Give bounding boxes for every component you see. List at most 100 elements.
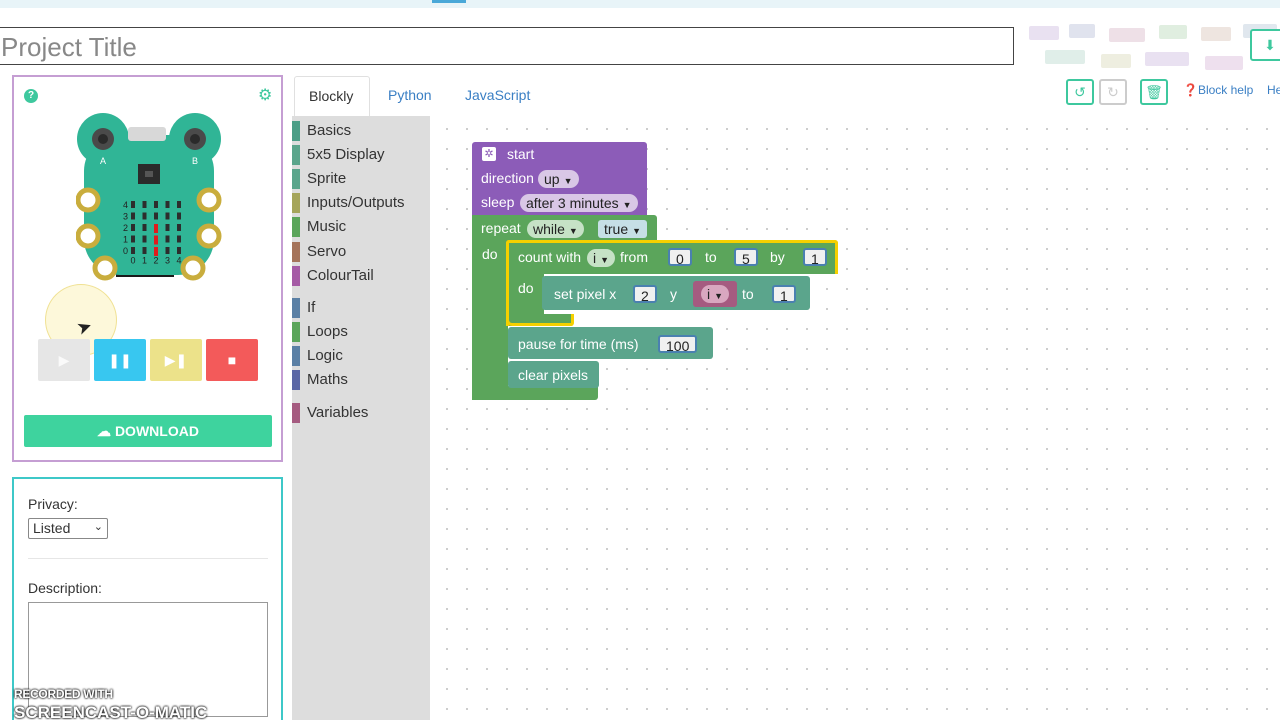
description-field[interactable] [28,602,268,717]
block-help-link[interactable]: ❓Block help [1183,83,1253,97]
repeat-mode-value: while [533,221,565,237]
clear-pixels-block[interactable]: clear pixels [508,361,599,388]
toolbox-category-logic[interactable]: Logic [292,345,343,367]
button-b[interactable]: B [184,128,206,166]
count-var-dropdown[interactable]: i▼ [587,249,616,267]
dropdown-arrow-icon: ▼ [622,200,632,210]
tab-javascript[interactable]: JavaScript [465,87,531,103]
by-label: by [770,249,785,265]
toolbox-category-inputs-outputs[interactable]: Inputs/Outputs [292,192,405,214]
pixel-value: 1 [780,288,788,304]
category-label: 5x5 Display [307,146,385,163]
led-off [131,247,135,254]
column-label: 1 [142,256,147,266]
led-off [177,201,181,208]
help-icon[interactable]: ? [24,89,38,103]
dropdown-arrow-icon: ▼ [563,176,573,186]
trash-button[interactable]: 🗑 [1140,79,1168,105]
by-value-field[interactable]: 1 [803,248,827,267]
toolbox-category-if[interactable]: If [292,297,315,319]
column-label: 3 [165,256,170,266]
redo-button[interactable]: ↻ [1099,79,1127,105]
start-block[interactable]: ✲ start direction up▼ sleep after 3 minu… [472,142,647,215]
toolbox-category-loops[interactable]: Loops [292,321,348,343]
led-off [165,212,170,220]
toolbox-category-colourtail[interactable]: ColourTail [292,265,374,287]
from-value-field[interactable]: 0 [668,248,692,267]
toolbox-category-music[interactable]: Music [292,216,346,238]
download-icon: ⬇ [1264,37,1276,53]
count-var-value: i [593,250,597,266]
trash-icon: 🗑 [1145,84,1163,100]
direction-dropdown[interactable]: up▼ [538,170,579,188]
undo-button[interactable]: ↺ [1066,79,1094,105]
repeat-condition-dropdown[interactable]: true▼ [598,220,648,238]
toolbox-category-servo[interactable]: Servo [292,241,346,263]
toolbox-category-display[interactable]: 5x5 Display [292,144,385,166]
led-off [177,224,181,231]
set-to-label: to [742,286,754,302]
pause-block[interactable]: pause for time (ms) 100 [508,327,713,359]
tab-python[interactable]: Python [388,87,432,103]
led-off [131,224,135,231]
privacy-select[interactable]: Listed ⌄ [28,518,108,539]
led-off [131,201,135,208]
watermark-line1: RECORDED WITH [14,687,113,701]
play-icon: ▶ [58,352,70,368]
repeat-block-bottom [472,386,598,400]
category-label: Loops [307,323,348,340]
button-a[interactable]: A [92,128,114,166]
sleep-dropdown[interactable]: after 3 minutes▼ [520,194,638,212]
toolbox-category-maths[interactable]: Maths [292,369,348,391]
led-off [142,212,147,220]
variable-i-value: i [707,286,711,302]
pixel-x-field[interactable]: 2 [633,285,657,304]
play-button[interactable]: ▶ [38,339,90,381]
category-swatch [292,322,300,342]
step-button[interactable]: ▶❚ [150,339,202,381]
to-value-field[interactable]: 5 [734,248,758,267]
button-a-label: A [100,156,106,166]
tab-blockly[interactable]: Blockly [294,76,370,116]
help-link[interactable]: He [1267,83,1280,97]
download-label: DOWNLOAD [114,423,199,439]
pause-value-field[interactable]: 100 [658,335,698,354]
blockly-workspace[interactable]: ✲ start direction up▼ sleep after 3 minu… [430,116,1280,720]
stop-button[interactable]: ■ [206,339,258,381]
led-off [131,212,135,220]
category-swatch [292,169,300,189]
redo-icon: ↻ [1107,84,1119,100]
toolbox-category-basics[interactable]: Basics [292,120,351,142]
category-label: If [307,299,316,316]
chevron-down-icon: ⌄ [93,521,103,533]
repeat-mode-dropdown[interactable]: while▼ [527,220,584,238]
set-pixel-block[interactable]: set pixel x 2 y i▼ to 1 [542,276,810,310]
category-swatch [292,121,300,141]
pause-button[interactable]: ❚❚ [94,339,146,381]
toolbox-category-variables[interactable]: Variables [292,402,368,424]
pixel-value-field[interactable]: 1 [772,285,796,304]
pause-value: 100 [666,338,690,354]
pixel-y-variable[interactable]: i▼ [693,281,738,307]
row-label: 0 [123,246,128,256]
from-label: from [620,249,648,265]
set-pixel-label: set pixel x [554,286,617,302]
gear-icon[interactable]: ⚙ [258,87,273,104]
toolbox-category-sprite[interactable]: Sprite [292,168,346,190]
save-button[interactable]: ⬇ [1250,29,1280,61]
to-value: 5 [742,251,750,267]
category-label: Music [307,218,347,235]
led-off [165,224,170,231]
variable-i-dropdown[interactable]: i▼ [701,285,730,303]
toolbox: Basics 5x5 Display Sprite Inputs/Outputs… [292,116,430,720]
count-with-block[interactable]: count with i▼ from 0 to 5 by 1 [506,240,838,274]
category-swatch [292,403,300,423]
category-label: Logic [307,347,343,364]
category-swatch [292,346,300,366]
column-label: 4 [176,256,181,266]
project-title-input[interactable] [0,27,1014,65]
io-pads[interactable] [76,187,222,281]
privacy-label: Privacy: [28,496,78,512]
download-button[interactable]: ☁ DOWNLOAD [24,415,272,447]
